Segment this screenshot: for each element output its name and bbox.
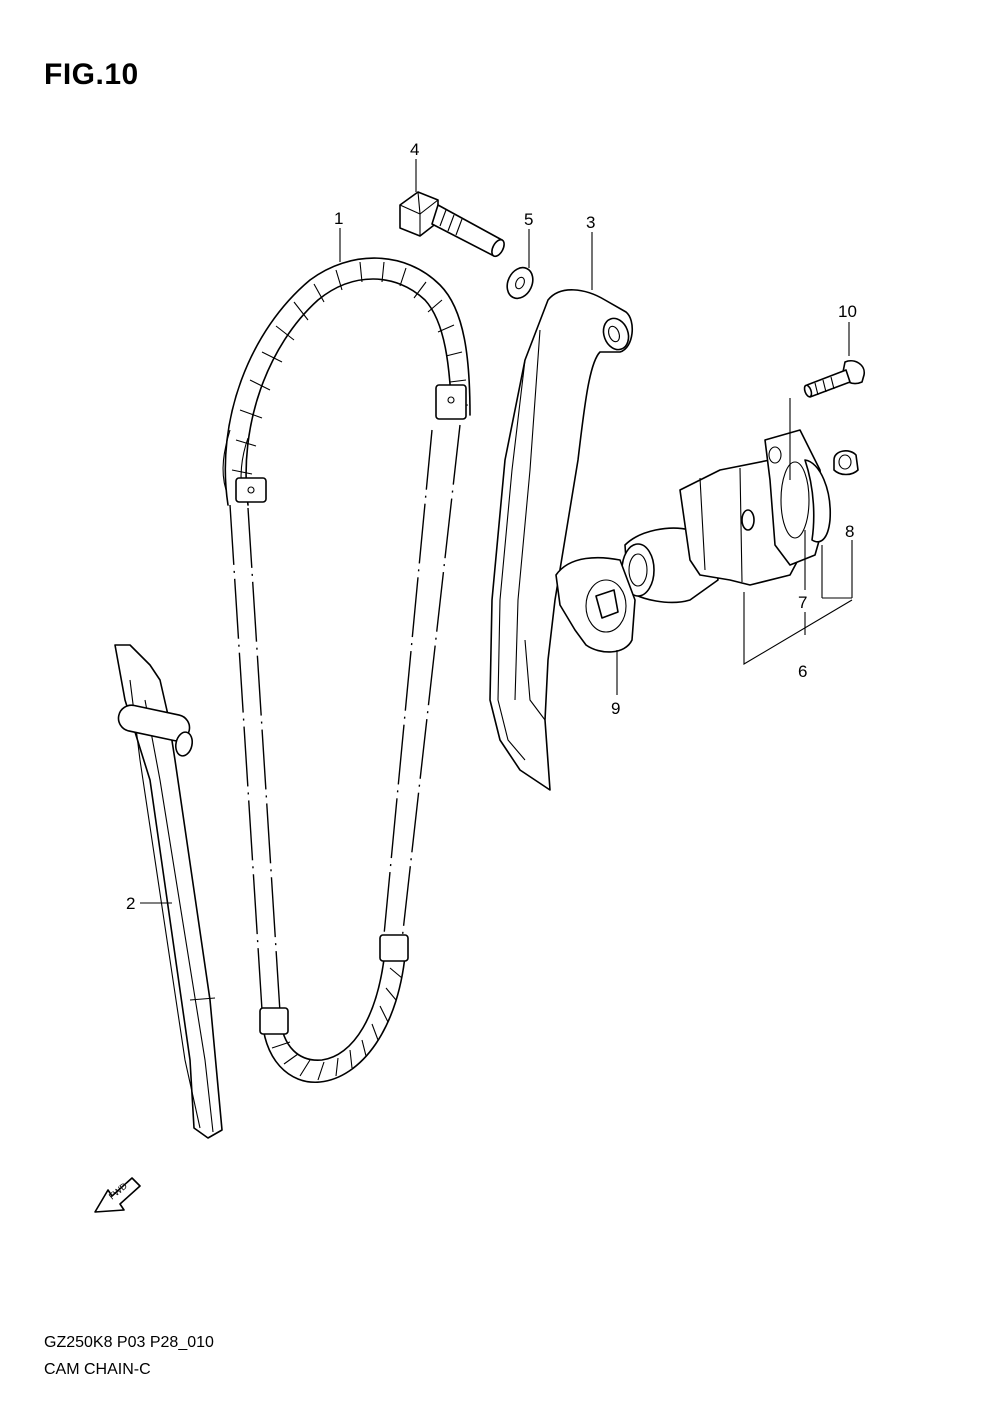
- callout-4: 4: [410, 140, 419, 159]
- callout-10: 10: [838, 302, 857, 321]
- chain-guide-part-2[interactable]: [114, 644, 223, 1139]
- mounting-bolt-part-10[interactable]: [803, 360, 865, 398]
- callout-8: 8: [845, 522, 854, 541]
- bolt-part-4[interactable]: [399, 191, 507, 258]
- fwd-direction-arrow: FWD: [94, 1177, 141, 1213]
- callout-9: 9: [611, 699, 620, 718]
- callout-5: 5: [524, 210, 533, 229]
- tensioner-gasket-part-9[interactable]: [555, 556, 636, 653]
- diagram-name: CAM CHAIN-C: [44, 1361, 151, 1378]
- figure-title: FIG.10: [44, 58, 139, 91]
- callout-labels: 1 2 3 4 5 6 7 8 9 10: [126, 140, 857, 913]
- callout-7: 7: [798, 593, 807, 612]
- leader-lines: [140, 159, 853, 904]
- tensioner-arm-part-3[interactable]: [489, 289, 633, 791]
- callout-6: 6: [798, 662, 807, 681]
- cam-chain-part-1[interactable]: [222, 257, 471, 1083]
- callout-1: 1: [334, 209, 343, 228]
- diagram-code: GZ250K8 P03 P28_010: [44, 1334, 214, 1351]
- callout-2: 2: [126, 894, 135, 913]
- tensioner-assembly-part-6[interactable]: [621, 429, 826, 604]
- callout-3: 3: [586, 213, 595, 232]
- gasket-part-7[interactable]: [804, 459, 831, 543]
- washer-part-5[interactable]: [502, 263, 537, 302]
- cap-bolt-part-8[interactable]: [833, 450, 859, 476]
